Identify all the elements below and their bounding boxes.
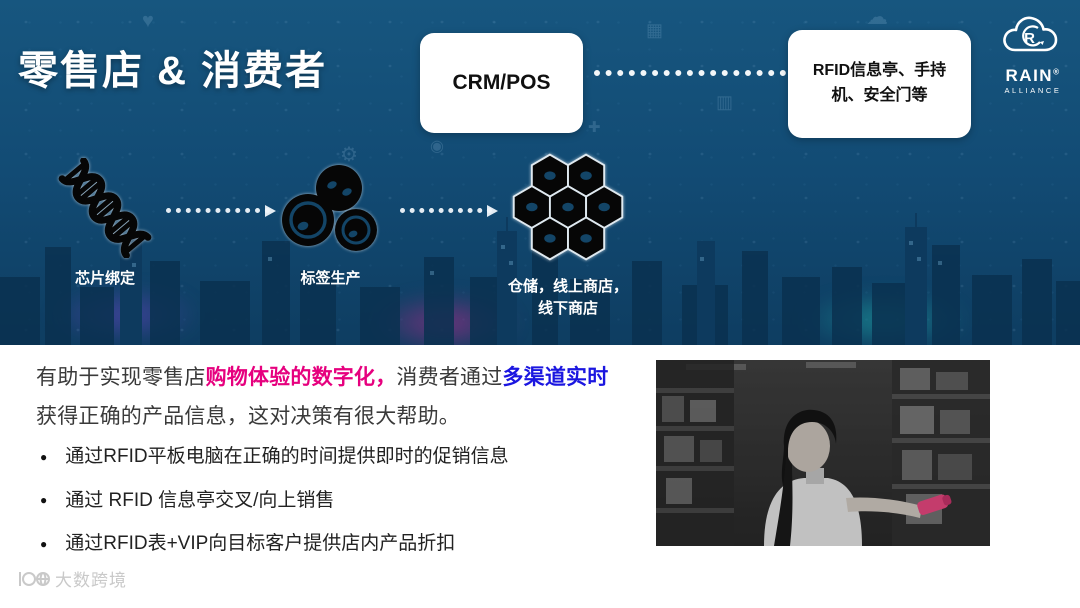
paragraph-segment: 获得正确的产品信息，这对决策有很大帮助。: [36, 405, 460, 428]
registered-mark: ®: [1053, 67, 1061, 77]
watermark-logo: 大数跨境: [16, 566, 127, 591]
bullet-text: 通过 RFID 信息亭交叉/向上销售: [65, 489, 335, 511]
paragraph-segment-blue: 多渠道实时: [502, 366, 609, 389]
bullet-dot-icon: ●: [40, 536, 48, 551]
benefit-bullet-list: ● 通过RFID平板电脑在正确的时间提供即时的促销信息 ● 通过 RFID 信息亭交…: [40, 445, 640, 576]
watermark-globe-icon: [19, 571, 50, 586]
svg-text:R: R: [1024, 30, 1035, 47]
crm-pos-box: CRM/POS: [420, 33, 583, 133]
bullet-text: 通过RFID平板电脑在正确的时间提供即时的促销信息: [65, 446, 509, 467]
paragraph-segment: 有助于实现零售店: [36, 366, 206, 389]
bullet-dot-icon: ●: [40, 449, 48, 464]
photo-woman-warehouse: [656, 360, 990, 546]
rain-logo-name: RAIN®: [1005, 66, 1061, 85]
flow-step-label: 仓储，线上商店， 线下商店: [507, 278, 628, 317]
watermark-text: 大数跨境: [55, 571, 127, 590]
hero-banner: ♥ ⚙ ▦ ▥ ☁ ◉ ✚: [0, 0, 1080, 345]
warehouse-photo-illustration: [656, 360, 990, 546]
rfid-devices-box: RFID信息亭、手持机、安全门等: [788, 30, 971, 138]
bullet-item: ● 通过RFID表+VIP向目标客户提供店内产品折扣: [40, 532, 640, 557]
crm-pos-label: CRM/POS: [452, 71, 551, 94]
bullet-dot-icon: ●: [40, 493, 48, 508]
rain-cloud-icon: R: [1003, 16, 1058, 52]
summary-paragraph: 有助于实现零售店购物体验的数字化，消费者通过多渠道实时获得正确的产品信息，这对决…: [36, 358, 628, 436]
flow-step-warehouse-stores: 仓储，线上商店， 线下商店: [478, 148, 658, 320]
rfid-tags-icon: [281, 165, 377, 251]
paragraph-segment: 消费者通过: [396, 366, 503, 389]
bullet-item: ● 通过RFID平板电脑在正确的时间提供即时的促销信息: [40, 445, 640, 470]
flow-arrow-1: [166, 205, 276, 217]
rfid-devices-label: RFID信息亭、手持机、安全门等: [812, 62, 947, 104]
dotted-connector: [594, 70, 786, 76]
bullet-text: 通过RFID表+VIP向目标客户提供店内产品折扣: [65, 533, 456, 555]
flow-step-chip-binding: 芯片绑定: [30, 157, 180, 290]
page-title: 零售店 & 消费者: [18, 49, 328, 93]
flow-step-label: 标签生产: [300, 270, 361, 287]
city-skyline: [0, 213, 1080, 345]
content-section: 有助于实现零售店购物体验的数字化，消费者通过多渠道实时获得正确的产品信息，这对决…: [0, 345, 1080, 608]
flow-step-label-production: 标签生产: [258, 164, 403, 290]
flow-step-label: 芯片绑定: [74, 270, 135, 287]
rain-alliance-logo: R RAIN® ALLIANCE: [994, 14, 1072, 95]
honeycomb-icon: [512, 153, 624, 261]
rain-logo-subtitle: ALLIANCE: [1004, 86, 1062, 95]
bullet-item: ● 通过 RFID 信息亭交叉/向上销售: [40, 489, 640, 514]
paragraph-segment-magenta: 购物体验的数字化，: [205, 366, 397, 389]
dna-chip-icon: [58, 157, 152, 259]
flow-arrow-2: [400, 205, 498, 217]
